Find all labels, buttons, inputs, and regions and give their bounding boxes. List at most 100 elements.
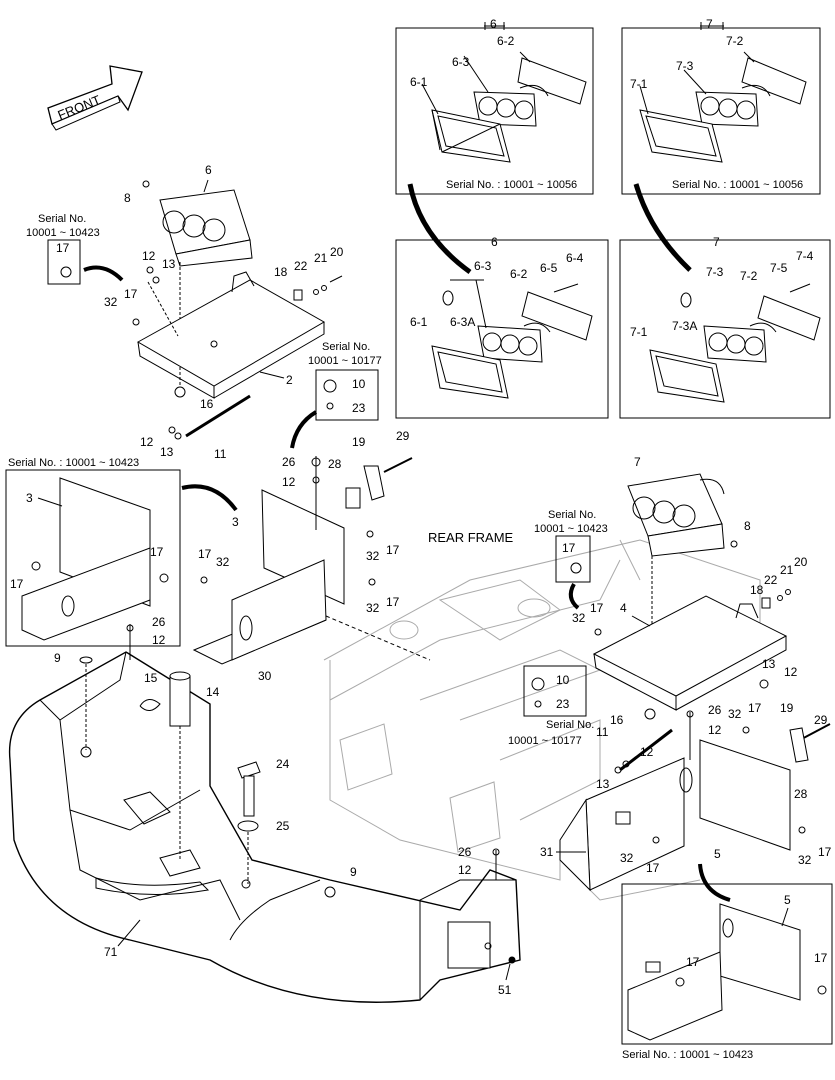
part-callout-d6_4: 6-4 xyxy=(566,251,584,265)
part-callout-c6_1: 6-1 xyxy=(410,75,428,89)
part-callout-d6_2: 6-2 xyxy=(510,267,528,281)
part-callout-p10: 10 xyxy=(352,377,366,391)
part-callout-p17g: 17 xyxy=(198,547,212,561)
serial-box-center-bulb: Serial No. 10001 ~ 10177 10 23 xyxy=(290,341,382,449)
part-callout-p18b: 18 xyxy=(750,583,764,597)
svg-text:Serial No.: Serial No. xyxy=(38,213,86,225)
part-callout-p29: 29 xyxy=(396,429,410,443)
serial-note: Serial No. : 10001 ~ 10056 xyxy=(672,179,803,191)
part-callout-p17h: 17 xyxy=(562,541,576,555)
part-callout-c7_1: 7-1 xyxy=(630,77,648,91)
part-callout-p26c: 26 xyxy=(458,845,472,859)
part-callout-p11b: 11 xyxy=(596,725,609,739)
part-callout-p17a: 17 xyxy=(56,241,70,255)
part-callout-p31: 31 xyxy=(540,845,554,859)
part-callout-p3b: 3 xyxy=(232,515,239,529)
part-callout-p17l: 17 xyxy=(818,845,832,859)
part-callout-p28: 28 xyxy=(328,457,342,471)
part-callout-p14: 14 xyxy=(206,685,220,699)
part-callout-p9a: 9 xyxy=(54,651,61,665)
serial-box-left-bolt: Serial No. 10001 ~ 10423 17 xyxy=(26,213,124,285)
part-callout-p12d: 12 xyxy=(152,633,166,647)
part-callout-p26d: 26 xyxy=(708,703,722,717)
part-callout-d6_3a: 6-3A xyxy=(450,315,475,329)
serial-box-right-bolt: Serial No. 10001 ~ 10423 17 xyxy=(534,509,608,610)
svg-text:Serial No.: Serial No. xyxy=(548,509,596,521)
part-callout-p17n: 17 xyxy=(814,951,828,965)
part-callout-d7_1: 7-1 xyxy=(630,325,648,339)
counterweight-hardware: 9 26 12 15 14 24 25 9 26 12 xyxy=(54,615,500,884)
part-callout-p19: 19 xyxy=(352,435,366,449)
left-panel-box: Serial No. : 10001 ~ 10423 3 17 17 xyxy=(5,457,238,647)
center-panel: 26 12 28 19 29 3 32 17 32 17 17 32 30 xyxy=(192,429,431,683)
part-callout-p16: 16 xyxy=(200,397,214,411)
part-callout-p32f: 32 xyxy=(728,707,742,721)
lamp-box-7-top: 7 7-2 7-3 7-1 Serial No. : 10001 ~ 10056 xyxy=(621,17,821,195)
part-callout-p17d: 17 xyxy=(10,577,24,591)
lamp-plate-2: 12 13 17 32 18 22 21 20 2 16 12 13 11 xyxy=(104,245,344,461)
part-callout-p10b: 10 xyxy=(556,673,570,687)
part-callout-p13d: 13 xyxy=(596,777,610,791)
serial-box-right-bulb: 10 23 Serial No. 10001 ~ 10177 xyxy=(508,665,594,747)
front-arrow-icon: FRONT xyxy=(47,65,143,131)
part-callout-p3a: 3 xyxy=(26,491,33,505)
rear-frame xyxy=(323,539,761,901)
svg-text:Serial No.: Serial No. xyxy=(322,341,370,353)
part-callout-p13a: 13 xyxy=(162,257,176,271)
part-callout-p6: 6 xyxy=(205,163,212,177)
part-callout-p12b: 12 xyxy=(140,435,154,449)
part-callout-p32b: 32 xyxy=(366,549,380,563)
part-callout-p19b: 19 xyxy=(780,701,794,715)
part-callout-p17j: 17 xyxy=(748,701,762,715)
part-callout-p17e: 17 xyxy=(386,543,400,557)
part-callout-p32c: 32 xyxy=(366,601,380,615)
part-callout-p25: 25 xyxy=(276,819,290,833)
part-callout-p12c: 12 xyxy=(282,475,296,489)
counterweight: 71 51 xyxy=(8,651,521,1003)
part-callout-p7: 7 xyxy=(634,455,641,469)
part-callout-d6_5: 6-5 xyxy=(540,261,558,275)
part-callout-p21: 21 xyxy=(314,251,328,265)
part-callout-d7_3a: 7-3A xyxy=(672,319,697,333)
part-callout-c7_2: 7-2 xyxy=(726,34,744,48)
part-callout-p8: 8 xyxy=(124,191,131,205)
part-callout-p23b: 23 xyxy=(556,697,570,711)
part-callout-p15: 15 xyxy=(144,671,158,685)
part-callout-p71: 71 xyxy=(104,945,118,959)
part-callout-p12g: 12 xyxy=(708,723,722,737)
part-callout-p21b: 21 xyxy=(780,563,794,577)
bottom-right-panel-box: 5 17 17 Serial No. : 10001 ~ 10423 xyxy=(621,883,833,1061)
lamp-box-6-bottom: 6 6-3 6-5 6-4 6-2 6-3A 6-1 xyxy=(395,235,609,419)
part-callout-d7_2: 7-2 xyxy=(740,269,758,283)
part-callout-p17c: 17 xyxy=(150,545,164,559)
part-callout-c6_3: 6-3 xyxy=(452,55,470,69)
part-callout-p18: 18 xyxy=(274,265,288,279)
part-callout-p32d: 32 xyxy=(216,555,230,569)
right-lamp-assembly: 7 8 xyxy=(627,455,751,660)
svg-text:7: 7 xyxy=(713,235,720,249)
part-callout-p24: 24 xyxy=(276,757,290,771)
part-callout-p32g: 32 xyxy=(620,851,634,865)
part-callout-d6_3: 6-3 xyxy=(474,259,492,273)
part-callout-p13c: 13 xyxy=(762,657,776,671)
lamp-plate-4: 4 18 22 21 20 17 32 13 12 xyxy=(572,555,808,711)
part-callout-p17f: 17 xyxy=(386,595,400,609)
part-callout-d7_4: 7-4 xyxy=(796,249,814,263)
part-callout-c7_3: 7-3 xyxy=(676,59,694,73)
svg-text:10001 ~ 10177: 10001 ~ 10177 xyxy=(508,735,582,747)
part-callout-p11: 11 xyxy=(214,447,227,461)
part-callout-p17m: 17 xyxy=(686,955,700,969)
part-callout-p12a: 12 xyxy=(142,249,156,263)
svg-text:10001 ~ 10177: 10001 ~ 10177 xyxy=(308,355,382,367)
part-callout-d7_3: 7-3 xyxy=(706,265,724,279)
svg-text:Serial No. : 10001 ~ 10423: Serial No. : 10001 ~ 10423 xyxy=(622,1049,753,1061)
part-callout-p5b: 5 xyxy=(784,893,791,907)
serial-note: Serial No. : 10001 ~ 10056 xyxy=(446,179,577,191)
right-panel: 31 32 17 28 5 32 17 xyxy=(540,739,832,902)
part-callout-p30: 30 xyxy=(258,669,272,683)
part-callout-p12e: 12 xyxy=(458,863,472,877)
part-callout-p28b: 28 xyxy=(794,787,808,801)
lamp-box-7-bottom: 7 7-3 7-5 7-4 7-2 7-3A 7-1 xyxy=(619,235,831,419)
part-callout-p26: 26 xyxy=(282,455,296,469)
part-callout-p13b: 13 xyxy=(160,445,174,459)
